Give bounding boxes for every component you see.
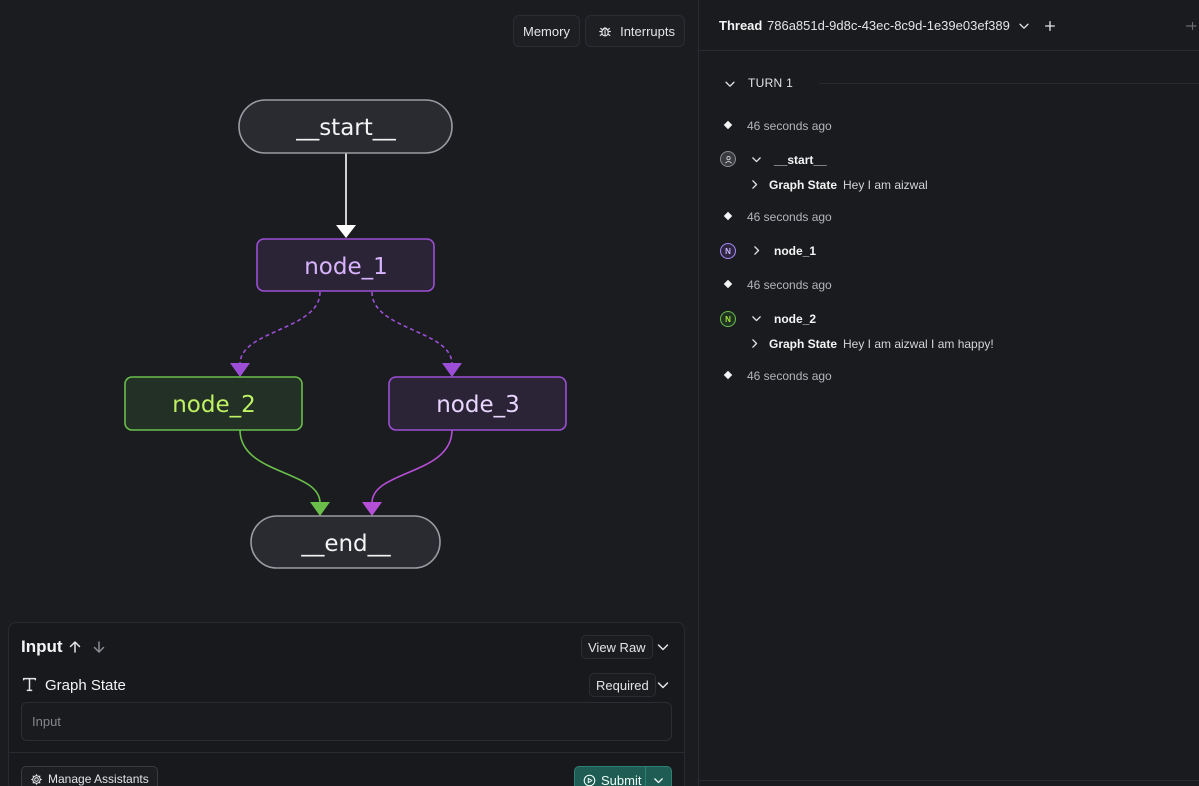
node-badge-letter: N xyxy=(725,246,731,256)
graph-state-label[interactable]: Graph State xyxy=(769,178,838,192)
arrow-up-icon[interactable] xyxy=(67,639,83,655)
chevron-down-icon[interactable] xyxy=(655,677,671,693)
turn-label: TURN 1 xyxy=(748,76,794,90)
view-raw-button[interactable]: View Raw xyxy=(581,635,653,659)
event-node-name[interactable]: __start__ xyxy=(774,153,827,167)
chevron-right-icon[interactable] xyxy=(748,178,761,191)
divider xyxy=(9,752,684,753)
play-circle-icon xyxy=(583,774,596,786)
graph-node-node3[interactable]: node_3 xyxy=(388,376,567,431)
node-badge-icon: N xyxy=(720,243,736,259)
input-panel-title: Input xyxy=(21,637,63,656)
thread-header: Thread 786a851d-9d8c-43ec-8c9d-1e39e03ef… xyxy=(699,0,1199,51)
submit-label: Submit xyxy=(601,772,642,786)
submit-separator xyxy=(645,767,646,786)
chevron-right-icon[interactable] xyxy=(750,244,763,257)
checkpoint-diamond-icon[interactable] xyxy=(723,370,733,380)
memory-button[interactable]: Memory xyxy=(513,15,580,47)
chevron-down-icon[interactable] xyxy=(1017,19,1031,33)
edge-node1-node2 xyxy=(230,291,321,377)
manage-assistants-button[interactable]: Manage Assistants xyxy=(21,766,158,786)
manage-assistants-label: Manage Assistants xyxy=(48,772,149,786)
chevron-right-icon[interactable] xyxy=(748,337,761,350)
checkpoint-timestamp: 46 seconds ago xyxy=(747,119,832,133)
input-panel: Input View Raw Graph State Required xyxy=(8,622,685,786)
graph-diagram: __start__ node_1 node_2 node_3 __end__ xyxy=(124,99,567,569)
plus-icon[interactable] xyxy=(1043,19,1057,33)
edge-node1-node3 xyxy=(371,291,462,377)
chevron-down-icon[interactable] xyxy=(723,77,737,91)
arrowhead xyxy=(310,502,330,516)
turn-divider xyxy=(819,83,1199,84)
graph-node-node1[interactable]: node_1 xyxy=(256,238,435,292)
required-badge[interactable]: Required xyxy=(589,673,656,697)
required-label: Required xyxy=(596,677,649,693)
submit-button[interactable]: Submit xyxy=(575,767,645,786)
checkpoint-diamond-icon[interactable] xyxy=(723,211,733,221)
edge-node3-end xyxy=(362,429,453,516)
graph-node-start[interactable]: __start__ xyxy=(238,99,453,154)
view-raw-label: View Raw xyxy=(588,639,646,655)
user-avatar-icon xyxy=(720,151,736,167)
chevron-down-icon[interactable] xyxy=(750,312,763,325)
node-badge-icon: N xyxy=(720,311,736,327)
graph-state-label: Graph State xyxy=(45,677,126,694)
turn-header[interactable]: TURN 1 xyxy=(719,74,1199,94)
edge-start-node1 xyxy=(336,153,356,238)
graph-node-end[interactable]: __end__ xyxy=(250,515,441,569)
interrupts-button[interactable]: Interrupts xyxy=(585,15,685,47)
node-badge-letter: N xyxy=(725,314,731,324)
graph-node-end-label: __end__ xyxy=(300,531,391,557)
bug-icon xyxy=(599,26,611,36)
collapse-panel-icon[interactable] xyxy=(1185,19,1199,33)
thread-label: Thread xyxy=(719,18,763,33)
event-node-name[interactable]: node_1 xyxy=(774,244,817,258)
arrowhead xyxy=(336,225,356,238)
chevron-down-icon[interactable] xyxy=(655,639,671,655)
checkpoint-diamond-icon[interactable] xyxy=(723,279,733,289)
submit-button-group: Submit xyxy=(574,766,672,786)
graph-canvas: Memory Interrupts xyxy=(8,15,685,786)
thread-id-selector[interactable]: 786a851d-9d8c-43ec-8c9d-1e39e03ef389 xyxy=(767,18,1010,33)
checkpoint-diamond-icon[interactable] xyxy=(723,120,733,130)
arrow-down-icon[interactable] xyxy=(91,639,107,655)
graph-node-start-label: __start__ xyxy=(295,115,396,141)
arrowhead xyxy=(230,363,250,377)
graph-node-node2-label: node_2 xyxy=(172,392,256,418)
graph-node-node3-label: node_3 xyxy=(436,392,520,418)
panel-bottom-border xyxy=(699,780,1199,781)
checkpoint-timestamp: 46 seconds ago xyxy=(747,278,832,292)
event-node-name[interactable]: node_2 xyxy=(774,312,817,326)
graph-state-label[interactable]: Graph State xyxy=(769,337,838,351)
gear-icon xyxy=(31,773,42,785)
checkpoint-timestamp: 46 seconds ago xyxy=(747,210,832,224)
graph-node-node2[interactable]: node_2 xyxy=(124,376,303,431)
chevron-down-icon[interactable] xyxy=(750,153,763,166)
submit-options-button[interactable] xyxy=(646,774,671,786)
chevron-down-icon xyxy=(654,777,663,783)
graph-state-value: Hey I am aizwal I am happy! xyxy=(843,337,994,351)
arrowhead xyxy=(362,502,382,516)
graph-node-node1-label: node_1 xyxy=(304,254,388,280)
checkpoint-timestamp: 46 seconds ago xyxy=(747,369,832,383)
graph-state-value: Hey I am aizwal xyxy=(843,178,928,192)
arrowhead xyxy=(442,363,462,377)
interrupts-button-label: Interrupts xyxy=(620,23,675,39)
memory-button-label: Memory xyxy=(523,23,570,39)
edge-node2-end xyxy=(239,429,330,516)
thread-panel: Thread 786a851d-9d8c-43ec-8c9d-1e39e03ef… xyxy=(698,0,1199,786)
graph-state-input[interactable] xyxy=(21,702,672,741)
text-type-icon xyxy=(22,677,37,692)
